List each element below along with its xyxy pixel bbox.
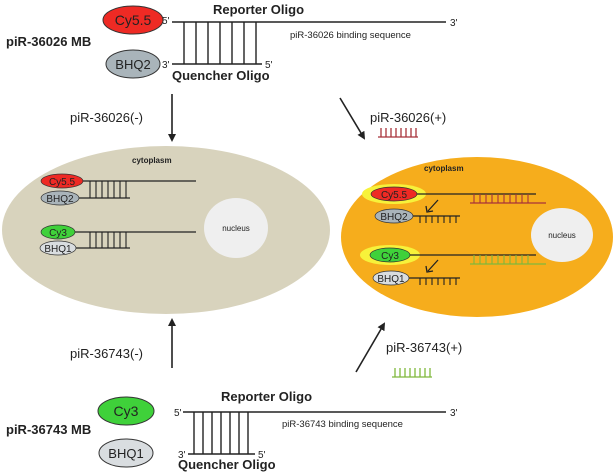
bhq1-label: BHQ1 [108, 446, 143, 461]
quencher-oligo-label: Quencher Oligo [178, 457, 276, 472]
left-nucleus [204, 198, 268, 258]
cy3-fluorophore [97, 396, 155, 426]
cy3-label: Cy3 [114, 403, 139, 419]
three-prime-label: 3' [450, 18, 458, 29]
cy3-label: Cy3 [49, 228, 67, 239]
stem-rungs [193, 412, 249, 454]
three-prime-label: 3' [450, 408, 458, 419]
cy55-fluorophore [102, 5, 164, 35]
arrow-label-bottom-right: piR-36743(+) [386, 340, 462, 355]
top-probe-name: piR-36026 MB [6, 34, 91, 49]
bhq2-label: BHQ2 [46, 194, 74, 205]
bhq1-label: BHQ1 [44, 244, 72, 255]
pir36743-target [392, 368, 432, 378]
pir36026-target [378, 128, 418, 138]
binding-sequence-label: piR-36026 binding sequence [290, 30, 411, 41]
five-prime-label: 5' [258, 450, 266, 461]
cy55-label: Cy5.5 [115, 12, 152, 28]
bhq2-quencher [105, 49, 161, 79]
arrow-label-bottom-left: piR-36743(-) [70, 346, 143, 361]
top-probe: piR-36026 MB Cy5.5 BHQ2 5' Reporter Olig… [6, 2, 458, 83]
bhq1-quencher [98, 438, 154, 468]
cytoplasm-label: cytoplasm [132, 156, 172, 165]
bhq1-label: BHQ1 [377, 274, 405, 285]
left-cell: cytoplasm nucleus Cy5.5 BHQ2 Cy3 BHQ1 [2, 146, 330, 314]
left-cytoplasm [2, 146, 330, 314]
nucleus-label: nucleus [222, 224, 250, 233]
bhq2-label: BHQ2 [115, 57, 150, 72]
cytoplasm-label: cytoplasm [424, 164, 464, 173]
arrow-label-top-left: piR-36026(-) [70, 110, 143, 125]
reporter-oligo-label: Reporter Oligo [213, 2, 304, 17]
arrow-label-top-right: piR-36026(+) [370, 110, 446, 125]
five-prime-label: 5' [162, 16, 170, 27]
cy55-label: Cy5.5 [49, 177, 76, 188]
five-prime-label: 5' [174, 408, 182, 419]
bhq2-label: BHQ2 [380, 212, 408, 223]
binding-sequence-label: piR-36743 binding sequence [282, 419, 403, 430]
three-prime-label: 3' [162, 60, 170, 71]
right-nucleus [531, 208, 593, 262]
reporter-oligo-label: Reporter Oligo [221, 389, 312, 404]
quencher-oligo-label: Quencher Oligo [172, 68, 270, 83]
right-cell: cytoplasm nucleus Cy5.5 BHQ2 Cy3 [341, 157, 613, 317]
three-prime-label: 3' [178, 450, 186, 461]
five-prime-label: 5' [265, 60, 273, 71]
cy55-label: Cy5.5 [381, 190, 408, 201]
stem-rungs [183, 22, 257, 64]
bottom-probe: piR-36743 MB Cy3 BHQ1 5' Reporter Oligo … [6, 389, 458, 472]
arrow-up-right [355, 322, 386, 373]
arrow-down-right [339, 97, 366, 140]
bottom-probe-name: piR-36743 MB [6, 422, 91, 437]
nucleus-label: nucleus [548, 231, 576, 240]
cy3-label: Cy3 [381, 251, 399, 262]
